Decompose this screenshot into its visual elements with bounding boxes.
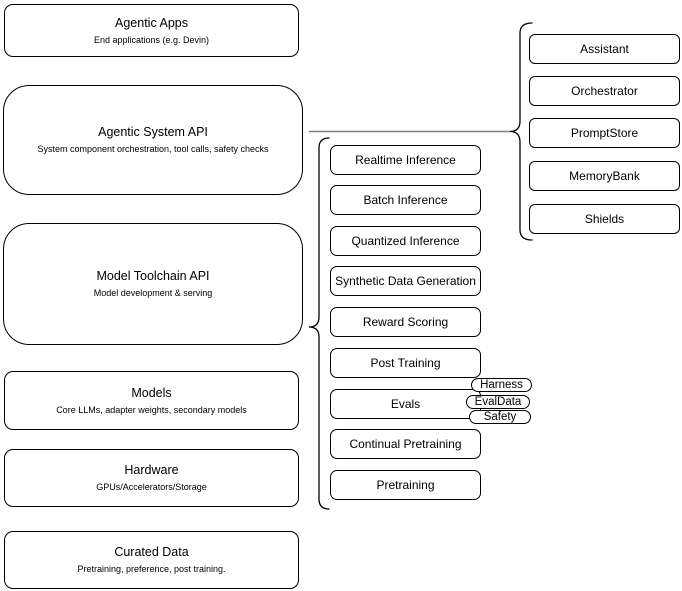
toolchain-brace <box>308 137 330 510</box>
tag-harness: Harness <box>471 378 532 392</box>
node-agentic-apps: Agentic Apps End applications (e.g. Devi… <box>4 4 299 57</box>
node-reward-scoring: Reward Scoring <box>330 307 481 337</box>
node-quantized-inference: Quantized Inference <box>330 226 481 256</box>
node-subtitle: System component orchestration, tool cal… <box>37 144 269 154</box>
node-memorybank: MemoryBank <box>529 161 680 191</box>
node-synthetic-data-generation: Synthetic Data Generation <box>330 266 481 296</box>
node-title: Agentic System API <box>98 125 208 139</box>
node-subtitle: GPUs/Accelerators/Storage <box>96 482 207 492</box>
node-promptstore: PromptStore <box>529 118 680 148</box>
node-subtitle: End applications (e.g. Devin) <box>93 34 210 45</box>
node-subtitle: Core LLMs, adapter weights, secondary mo… <box>56 404 247 415</box>
node-realtime-inference: Realtime Inference <box>330 145 481 175</box>
node-title: Models <box>131 385 172 400</box>
node-batch-inference: Batch Inference <box>330 185 481 215</box>
tag-safety: Safety <box>469 410 531 424</box>
node-curated-data: Curated Data Pretraining, preference, po… <box>4 531 299 589</box>
node-post-training: Post Training <box>330 348 481 378</box>
node-evals: Evals <box>330 389 481 419</box>
tag-evaldata: EvalData <box>466 395 530 409</box>
node-continual-pretraining: Continual Pretraining <box>330 429 481 459</box>
node-assistant: Assistant <box>529 34 680 64</box>
node-agentic-system-api: Agentic System API System component orch… <box>3 85 303 195</box>
node-model-toolchain-api: Model Toolchain API Model development & … <box>3 223 303 345</box>
node-shields: Shields <box>529 204 680 234</box>
node-models: Models Core LLMs, adapter weights, secon… <box>4 371 299 430</box>
node-subtitle: Pretraining, preference, post training. <box>77 564 226 574</box>
node-hardware: Hardware GPUs/Accelerators/Storage <box>4 449 299 507</box>
node-title: Curated Data <box>114 545 189 559</box>
node-title: Model Toolchain API <box>96 269 210 283</box>
node-orchestrator: Orchestrator <box>529 76 680 106</box>
node-title: Hardware <box>124 463 179 477</box>
node-subtitle: Model development & serving <box>93 288 213 298</box>
node-pretraining: Pretraining <box>330 470 481 500</box>
node-title: Agentic Apps <box>115 15 188 30</box>
